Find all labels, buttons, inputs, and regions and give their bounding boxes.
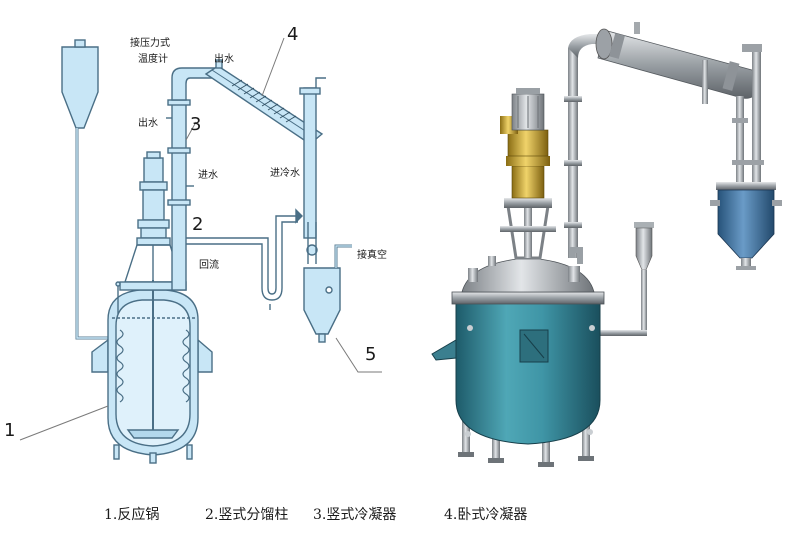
- caption-item-fractionating-column: 2.竖式分馏柱: [205, 507, 289, 523]
- metering-tank-photo: [600, 222, 654, 336]
- caption-item-reactor: 1.反应锅: [104, 507, 160, 523]
- support-lug-right: [197, 338, 213, 373]
- reactor-schematic-diagram: 接压力式 温度计 出水 出水 进水 进冷水 回流 接真空 4 3 2 1 5: [4, 22, 782, 467]
- number-5: 5: [365, 344, 376, 365]
- heating-coil: [116, 329, 190, 403]
- number-1: 1: [4, 420, 15, 441]
- number-2: 2: [192, 214, 203, 235]
- vacuum-label: 接真空: [357, 248, 387, 261]
- caption-item-horizontal-condenser: 4.卧式冷凝器: [444, 507, 528, 523]
- horizontal-condenser-photo: [595, 22, 761, 104]
- agitator-drive: [115, 151, 187, 314]
- reactor-vessel: [107, 280, 199, 464]
- schematic-labels: 接压力式 温度计 出水 出水 进水 进冷水 回流 接真空 4 3 2 1 5: [4, 24, 387, 441]
- reflux-line: [186, 208, 318, 310]
- reflux-label: 回流: [199, 258, 219, 271]
- cold-water-in-label: 进冷水: [270, 166, 300, 179]
- inclined-condenser: [204, 59, 324, 145]
- thermometer-label-line1: 接压力式: [130, 36, 170, 49]
- caption-item-vertical-condenser: 3.竖式冷凝器: [313, 507, 397, 523]
- leader-lines: [19, 37, 382, 441]
- support-lug-left: [91, 338, 109, 373]
- receiver-photo: [710, 182, 782, 270]
- water-out-top-label: 出水: [214, 52, 234, 65]
- feed-tank: [61, 39, 108, 340]
- water-out-left-label: 出水: [138, 116, 158, 129]
- thermometer-label-line2: 温度计: [138, 52, 168, 65]
- reactor-body-photo: [431, 256, 605, 467]
- schematic-left: [19, 37, 382, 464]
- agitator-drive-photo: [500, 88, 556, 260]
- receiver-tank: [303, 244, 352, 343]
- fractionating-column: [166, 67, 215, 291]
- number-4: 4: [287, 24, 298, 45]
- reactor-illustration-right: [431, 22, 782, 467]
- water-in-label: 进水: [198, 169, 218, 181]
- vertical-condenser: [299, 77, 326, 239]
- number-3: 3: [190, 114, 201, 135]
